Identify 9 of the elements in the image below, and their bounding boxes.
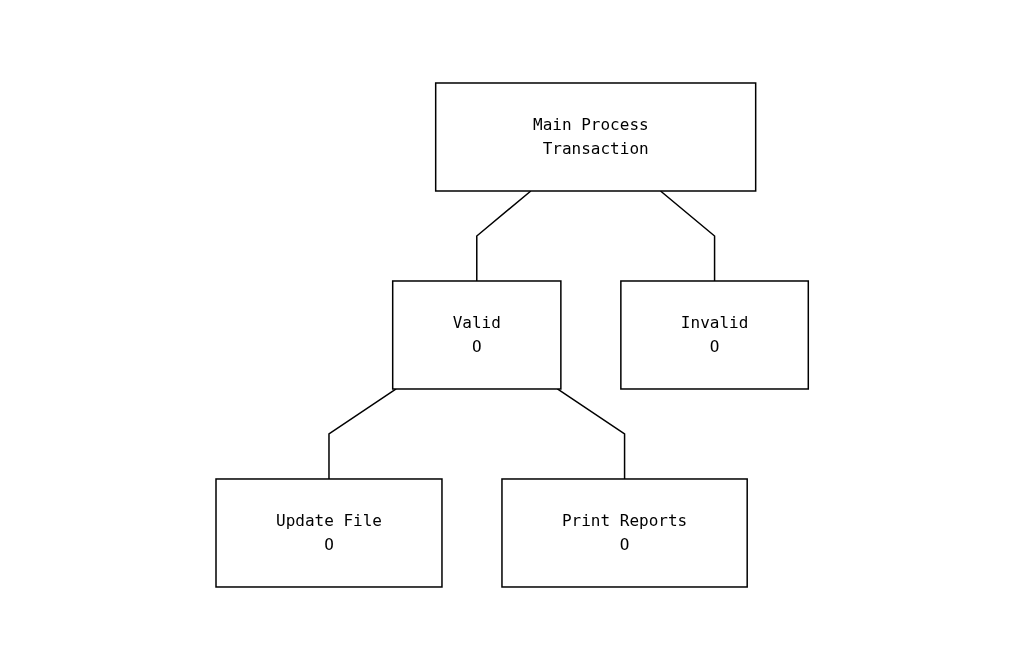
node-box: Main Process Transaction: [434, 81, 757, 192]
node-box: Update File O: [215, 477, 443, 588]
connector: [328, 387, 397, 480]
connector: [475, 189, 532, 282]
connector: [659, 189, 716, 282]
connector: [556, 387, 626, 480]
node-box: Valid O: [391, 279, 562, 390]
node-box: Invalid O: [619, 279, 809, 390]
node-box: Print Reports O: [501, 477, 748, 588]
